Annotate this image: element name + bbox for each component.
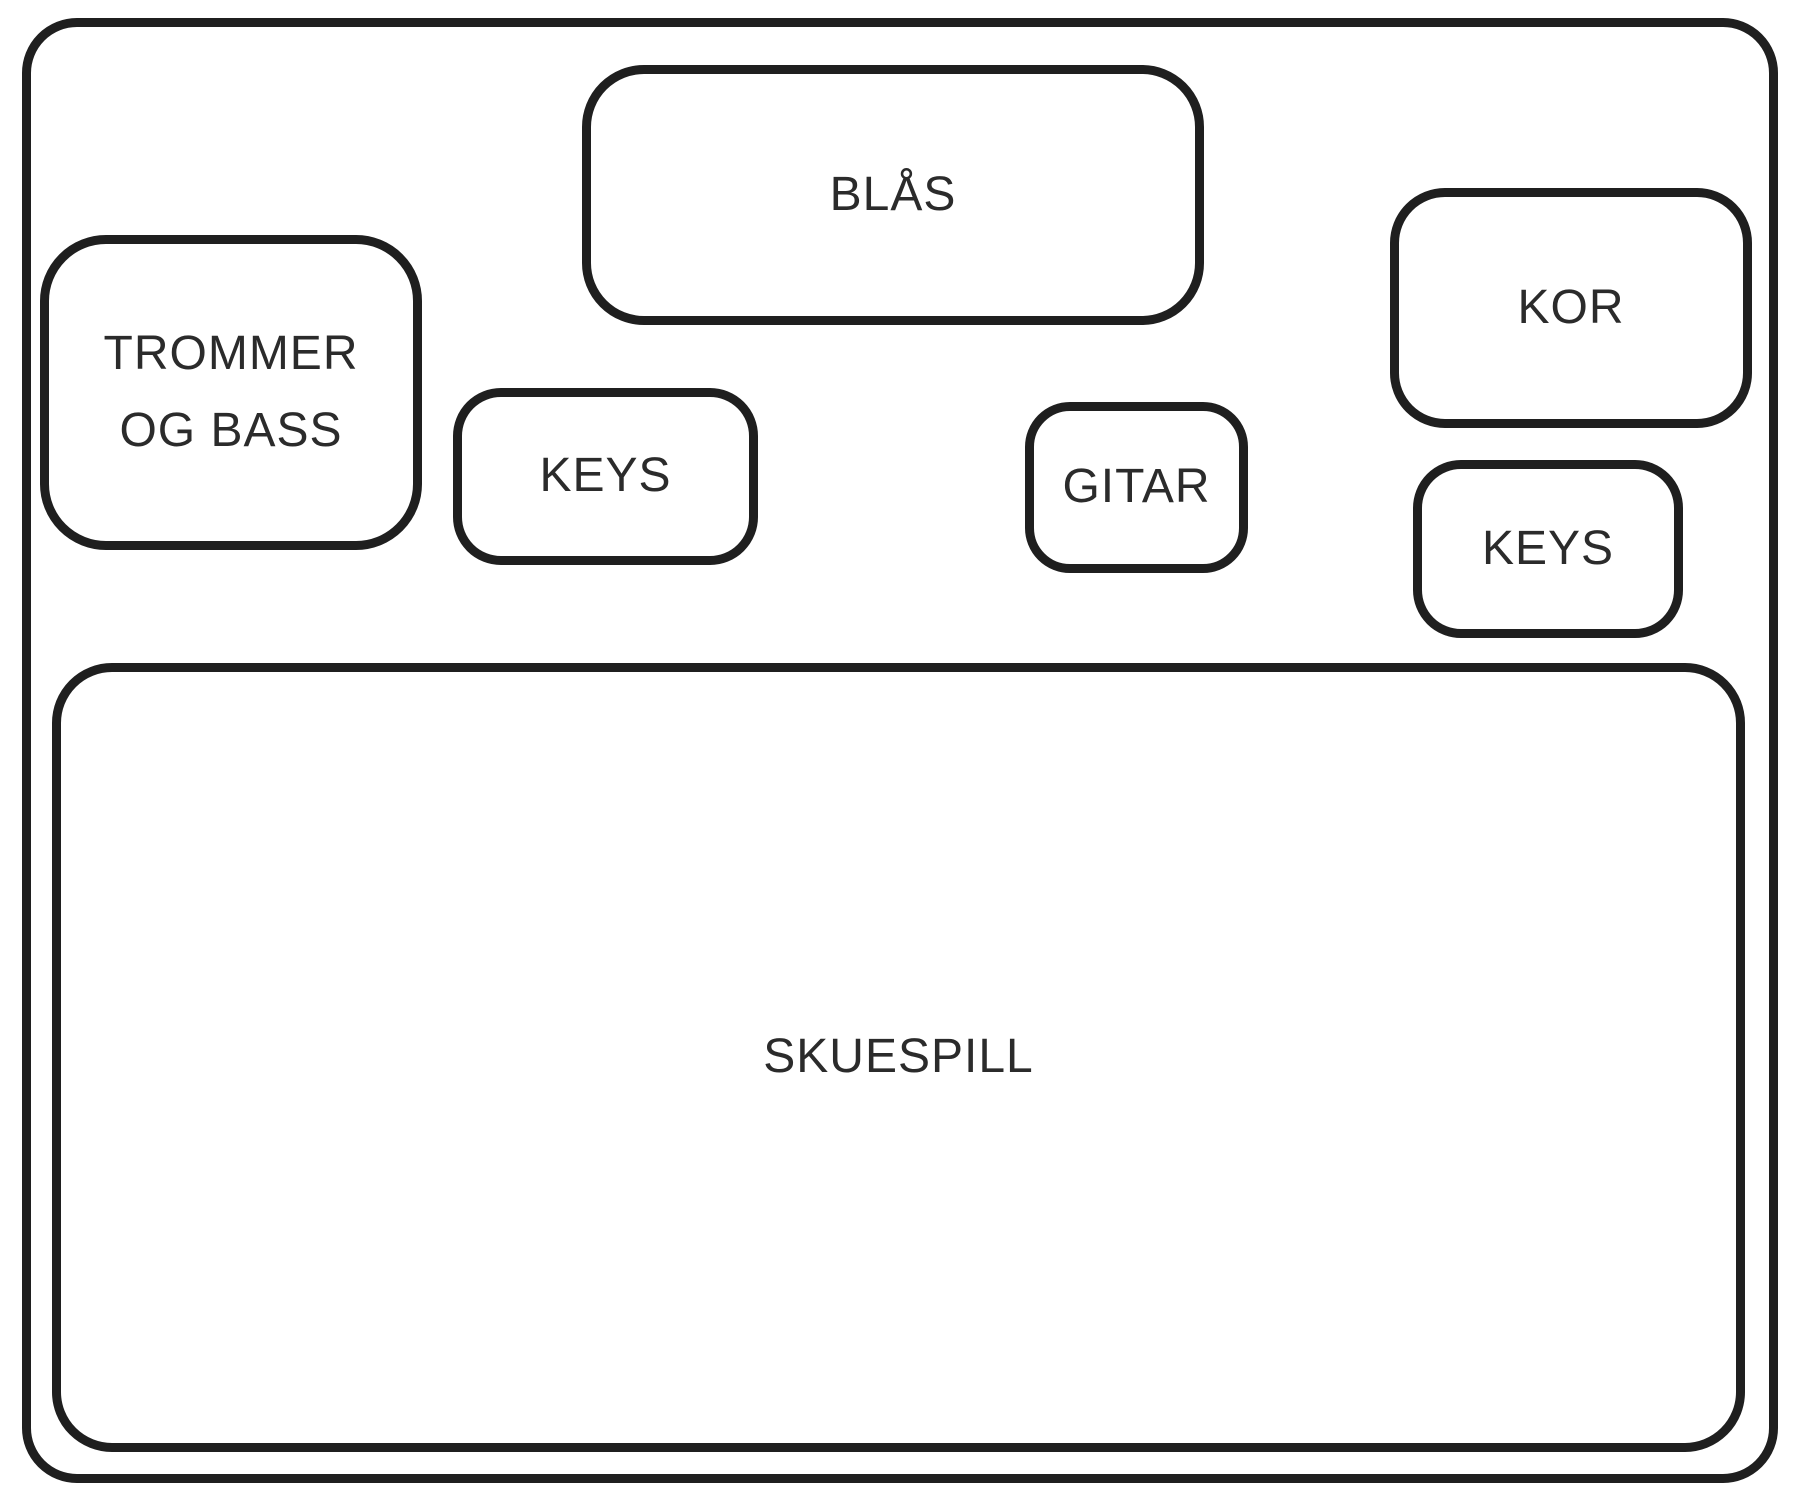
stage-outline: BLÅS TROMMER OG BASS KEYS GITAR KOR KEYS… (22, 18, 1778, 1483)
zone-keys-left-label: KEYS (539, 449, 672, 503)
zone-keys-right: KEYS (1413, 460, 1683, 638)
zone-keys-left: KEYS (453, 388, 758, 565)
zone-skuespill-label: SKUESPILL (763, 1030, 1034, 1084)
zone-trommer-og-bass: TROMMER OG BASS (40, 235, 422, 550)
zone-blas: BLÅS (582, 65, 1204, 325)
zone-blas-label: BLÅS (829, 167, 957, 221)
zone-kor: KOR (1390, 188, 1752, 428)
zone-keys-right-label: KEYS (1481, 521, 1615, 575)
zone-gitar-label: GITAR (1062, 460, 1211, 514)
zone-gitar: GITAR (1025, 402, 1248, 573)
zone-trommer-og-bass-label: TROMMER OG BASS (103, 326, 359, 457)
zone-kor-label: KOR (1517, 280, 1625, 334)
zone-skuespill: SKUESPILL (52, 663, 1745, 1452)
